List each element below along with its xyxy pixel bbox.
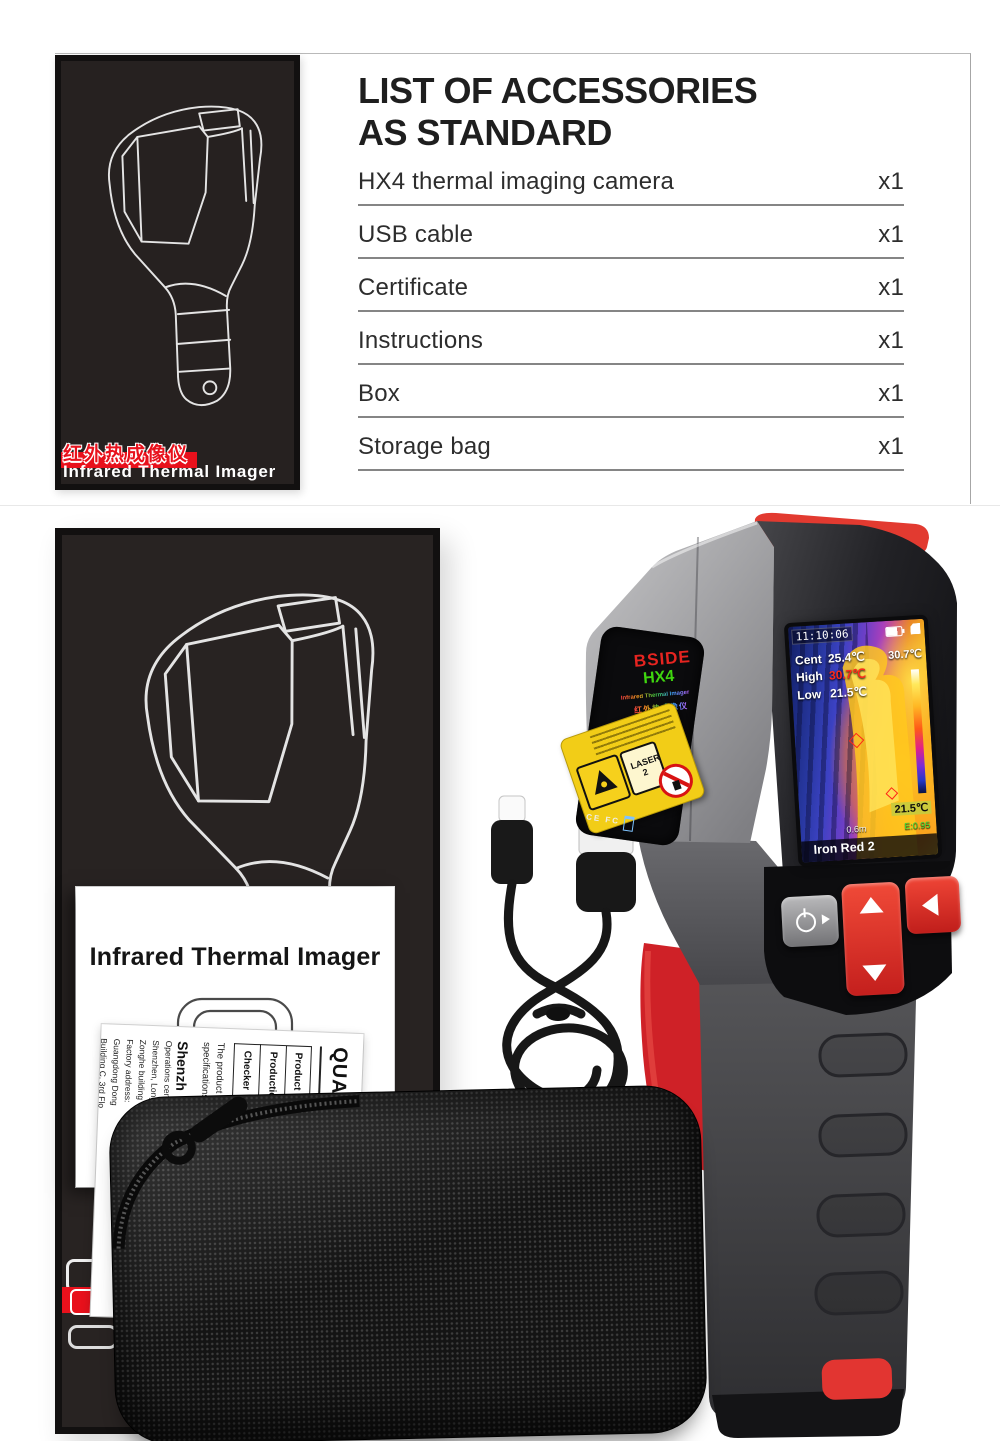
top-section-border <box>55 53 971 504</box>
wireframe-illustration <box>107 105 263 407</box>
manual-title: Infrared Thermal Imager <box>89 943 381 971</box>
accessories-title: LIST OF ACCESSORIES AS STANDARD <box>358 70 758 154</box>
model-label: HX4 <box>642 667 675 688</box>
accessory-label: Certificate <box>358 274 469 301</box>
accessory-qty: x1 <box>878 327 904 354</box>
handle-red-accent <box>821 1358 893 1400</box>
accessory-row: Box x1 <box>358 365 904 418</box>
accessory-qty: x1 <box>878 380 904 407</box>
accessories-title-line2: AS STANDARD <box>358 111 612 153</box>
red-banner <box>61 452 197 468</box>
accessory-row: Certificate x1 <box>358 259 904 312</box>
emissivity-readout: E:0.95 <box>904 819 931 832</box>
usb-c-connector <box>491 795 533 884</box>
handle-base <box>712 1389 904 1438</box>
accessory-row: Instructions x1 <box>358 312 904 365</box>
zipper-pull <box>161 1096 248 1165</box>
accessory-qty: x1 <box>878 168 904 195</box>
storage-bag <box>108 1084 708 1441</box>
accessory-row: HX4 thermal imaging camera x1 <box>358 153 904 206</box>
left-arrow-icon <box>921 893 939 917</box>
weee-bin-icon <box>622 815 635 832</box>
cable-tie <box>546 1007 570 1021</box>
en-product-name: Infrared Thermal Imager <box>63 462 277 481</box>
down-arrow-icon <box>862 964 888 982</box>
accessory-row: USB cable x1 <box>358 206 904 259</box>
accessory-label: HX4 thermal imaging camera <box>358 168 674 195</box>
battery-icon <box>885 626 903 638</box>
accessory-label: Box <box>358 380 400 407</box>
accessories-title-line1: LIST OF ACCESSORIES <box>358 70 758 111</box>
play-arrow-icon <box>821 913 831 925</box>
palette-name: Iron Red 2 <box>813 839 876 857</box>
grip-grooves <box>814 1032 908 1316</box>
zipper <box>112 1095 360 1249</box>
thermal-camera-device: BSIDE HX4 Infrared Thermal Imager 红外热成像仪… <box>558 511 976 1441</box>
power-button <box>780 894 840 948</box>
accessory-qty: x1 <box>878 221 904 248</box>
left-button <box>904 875 962 935</box>
accessory-label: Instructions <box>358 327 484 354</box>
brand-subtitle-en: Infrared Thermal Imager <box>620 689 690 702</box>
handle <box>698 943 918 1418</box>
accessory-row: Storage bag x1 <box>358 418 904 471</box>
scale-max-temp: 30.7℃ <box>887 647 923 662</box>
up-arrow-icon <box>858 896 884 914</box>
accessory-qty: x1 <box>878 274 904 301</box>
accessory-qty: x1 <box>878 433 904 460</box>
up-down-button <box>841 881 905 997</box>
packaging-box-front: 红外热成像仪 Infrared Thermal Imager <box>55 55 300 490</box>
scale-min-temp-badge: 21.5℃ <box>891 800 932 817</box>
power-icon <box>795 911 817 933</box>
cn-product-name: 红外热成像仪 <box>63 444 190 465</box>
accessories-list: HX4 thermal imaging camera x1 USB cable … <box>358 153 904 471</box>
distance-readout: 0.6m <box>846 823 867 835</box>
product-photo-section: Infrared Thermal Imager QUALITY Product … <box>0 505 1000 1441</box>
box-partial-print <box>68 1325 118 1349</box>
accessory-label: USB cable <box>358 221 474 248</box>
accessory-label: Storage bag <box>358 433 491 460</box>
